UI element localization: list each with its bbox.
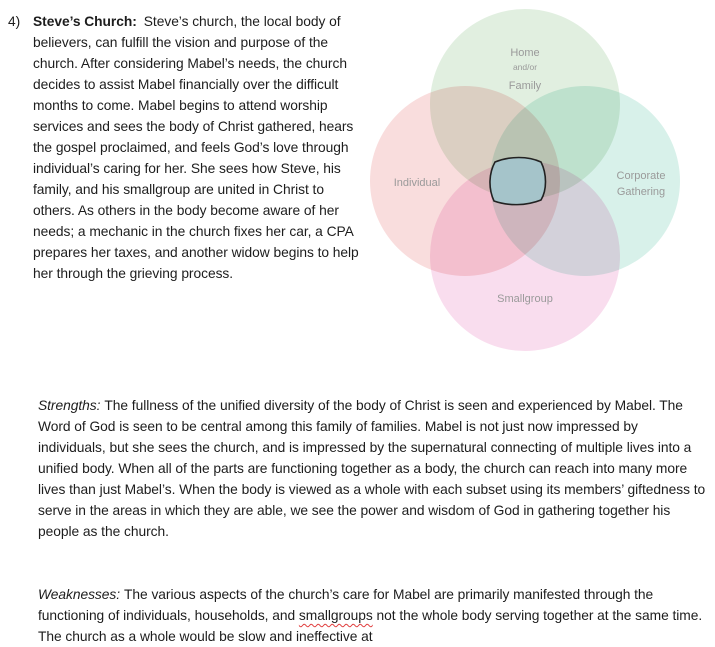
- strengths-paragraph: Strengths:The fullness of the unified di…: [38, 395, 706, 542]
- label-corporate: Corporate: [617, 170, 666, 182]
- label-smallgroup: Smallgroup: [497, 293, 553, 305]
- label-home: Home: [510, 47, 539, 59]
- spellcheck-flagged-word: smallgroups: [298, 608, 373, 623]
- label-home-family: Family: [509, 80, 542, 92]
- venn-diagram: Home and/or Family Individual Corporate …: [365, 2, 715, 374]
- weaknesses-body-after: not the whole body serving together at t…: [38, 608, 703, 644]
- weaknesses-label: Weaknesses:: [38, 587, 121, 602]
- list-item-number: 4): [8, 14, 21, 29]
- item-body-text: Steve’s church, the local body of believ…: [33, 14, 359, 281]
- label-home-andor: and/or: [513, 62, 537, 72]
- strengths-body: The fullness of the unified diversity of…: [38, 398, 706, 539]
- venn-center-intersection-shape: [489, 156, 547, 206]
- item-heading: Steve’s Church:: [33, 14, 137, 29]
- list-item-text: Steve’s Church:Steve’s church, the local…: [33, 11, 368, 284]
- label-gathering: Gathering: [617, 186, 665, 198]
- venn-circle-smallgroup: [430, 161, 620, 351]
- weaknesses-paragraph: Weaknesses:The various aspects of the ch…: [38, 584, 706, 647]
- list-item-4: 4) Steve’s Church:Steve’s church, the lo…: [8, 11, 368, 284]
- weaknesses-body-before: The various aspects of the church’s care…: [38, 587, 654, 623]
- label-individual: Individual: [394, 177, 440, 189]
- venn-diagram-svg: Home and/or Family Individual Corporate …: [370, 9, 680, 351]
- strengths-label: Strengths:: [38, 398, 101, 413]
